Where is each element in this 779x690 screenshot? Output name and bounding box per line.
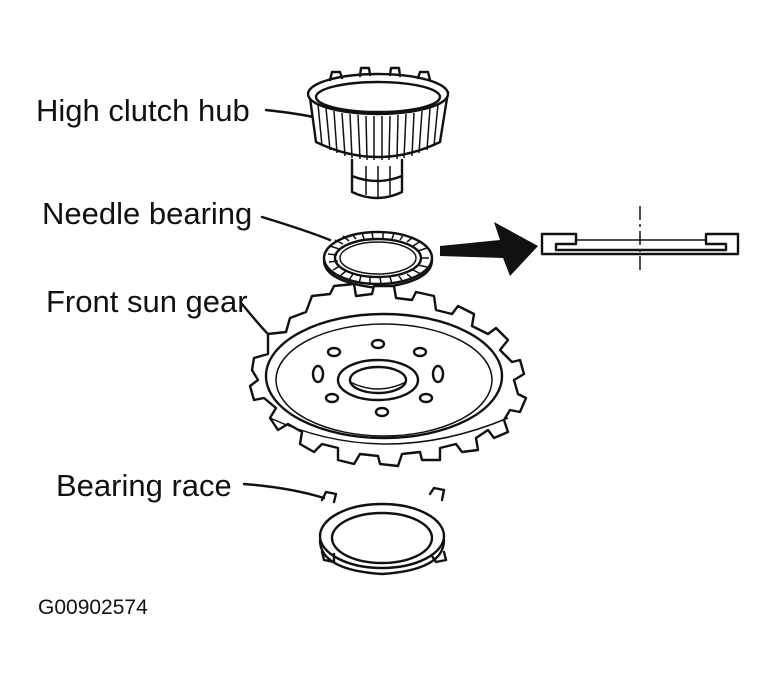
leader-high-clutch-hub (264, 108, 320, 120)
label-needle-bearing: Needle bearing (42, 196, 252, 231)
leader-front-sun-gear (240, 302, 270, 336)
label-bearing-race: Bearing race (56, 468, 232, 503)
front-sun-gear (248, 282, 528, 468)
bearing-cross-section (540, 206, 740, 274)
bearing-race (318, 486, 448, 576)
figure-code: G00902574 (38, 596, 148, 619)
arrow-right-icon (440, 222, 538, 276)
label-front-sun-gear: Front sun gear (46, 284, 248, 319)
needle-bearing (322, 230, 434, 290)
leader-bearing-race (242, 482, 326, 500)
high-clutch-hub (306, 66, 450, 200)
leader-needle-bearing (260, 215, 332, 242)
label-high-clutch-hub: High clutch hub (36, 93, 250, 128)
